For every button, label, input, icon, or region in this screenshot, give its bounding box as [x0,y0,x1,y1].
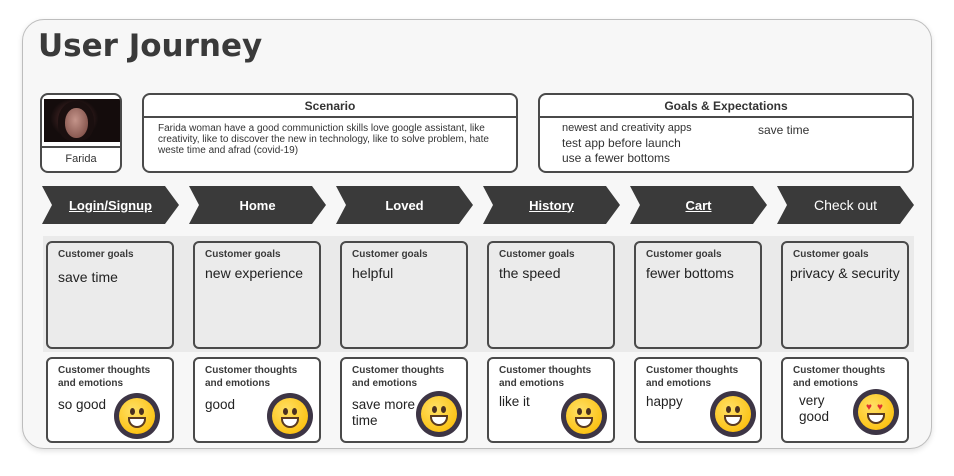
stage-label: History [529,197,574,213]
customer-thoughts-box: Customer thoughts and emotions like it [487,357,615,443]
stage-label: Loved [385,197,424,213]
grinning-face-icon [267,393,313,439]
persona-name: Farida [65,153,97,165]
goal-item: newest and creativity apps [562,122,692,134]
chevron-arrow-shape [189,186,326,224]
customer-thoughts-heading: Customer thoughts and emotions [352,365,445,389]
grinning-face-icon [710,391,756,437]
customer-thought-value: good [205,397,236,412]
customer-goals-box: Customer goals the speed [487,241,615,349]
customer-goals-heading: Customer goals [352,249,428,260]
goals-card: Goals & Expectations newest and creativi… [538,93,914,173]
goal-item: use a fewer bottoms [562,151,671,165]
persona-face [65,108,88,138]
persona-photo [44,99,120,142]
customer-thoughts-heading: Customer thoughts and emotions [58,365,151,389]
customer-goals-box: Customer goals privacy & security [781,241,909,349]
page-title: User Journey [38,28,263,64]
customer-goals-box: Customer goals new experience [193,241,321,349]
customer-thought-value: like it [499,394,530,409]
heart-eyes-face-icon: ♥♥ [853,389,899,435]
customer-goal-value: privacy & security [790,265,900,281]
customer-thoughts-box: Customer thoughts and emotions happy [634,357,762,443]
customer-goals-heading: Customer goals [646,249,722,260]
goal-item: test app before launch [562,136,681,150]
chevron-arrow-shape [777,186,914,224]
customer-goals-box: Customer goals save time [46,241,174,349]
stage-login-signup[interactable]: Login/Signup [42,186,179,224]
customer-goal-value: fewer bottoms [646,265,734,281]
persona-divider [42,146,120,148]
scenario-text: Farida woman have a good communiction sk… [158,123,489,156]
chevron-arrow-shape [483,186,620,224]
chevron-arrow-shape [336,186,473,224]
customer-thoughts-box: Customer thoughts and emotions so good [46,357,174,443]
grinning-face-icon [416,391,462,437]
customer-goal-value: save time [58,269,118,285]
grinning-face-icon [114,393,160,439]
goals-strip-background [43,236,914,352]
customer-thoughts-box: Customer thoughts and emotions very good… [781,357,909,443]
customer-thought-value: happy [646,394,683,409]
customer-thoughts-heading: Customer thoughts and emotions [646,365,739,389]
customer-thoughts-heading: Customer thoughts and emotions [205,365,298,389]
customer-thought-value: very good [799,393,830,424]
chevron-arrow-shape [42,186,179,224]
customer-thoughts-heading: Customer thoughts and emotions [499,365,592,389]
stage-home[interactable]: Home [189,186,326,224]
scenario-card: Scenario Farida woman have a good commun… [142,93,518,173]
customer-thought-value: save more time [352,397,416,428]
customer-thoughts-box: Customer thoughts and emotions save more… [340,357,468,443]
customer-goal-value: helpful [352,265,394,281]
customer-thought-value: so good [58,397,107,412]
customer-goals-heading: Customer goals [58,249,134,260]
customer-goals-heading: Customer goals [793,249,869,260]
chevron-arrow-shape [630,186,767,224]
stage-label: Cart [685,197,712,213]
stage-label: Home [239,197,276,213]
stage-history[interactable]: History [483,186,620,224]
grinning-face-icon [561,393,607,439]
customer-goal-value: new experience [205,265,304,281]
customer-goals-box: Customer goals helpful [340,241,468,349]
persona-card: Farida [40,93,122,173]
stage-loved[interactable]: Loved [336,186,473,224]
stage-check-out[interactable]: Check out [777,186,914,224]
goal-item: save time [758,123,810,137]
customer-thoughts-heading: Customer thoughts and emotions [793,365,886,389]
scenario-divider [144,116,516,118]
goals-divider [540,116,912,118]
stage-label: Check out [813,197,878,213]
stage-label: Login/Signup [68,197,153,213]
goals-heading: Goals & Expectations [664,99,788,113]
customer-goals-heading: Customer goals [205,249,281,260]
customer-goals-box: Customer goals fewer bottoms [634,241,762,349]
customer-thoughts-box: Customer thoughts and emotions good [193,357,321,443]
customer-goals-heading: Customer goals [499,249,575,260]
scenario-heading: Scenario [304,99,356,113]
customer-goal-value: the speed [499,265,561,281]
stage-cart[interactable]: Cart [630,186,767,224]
